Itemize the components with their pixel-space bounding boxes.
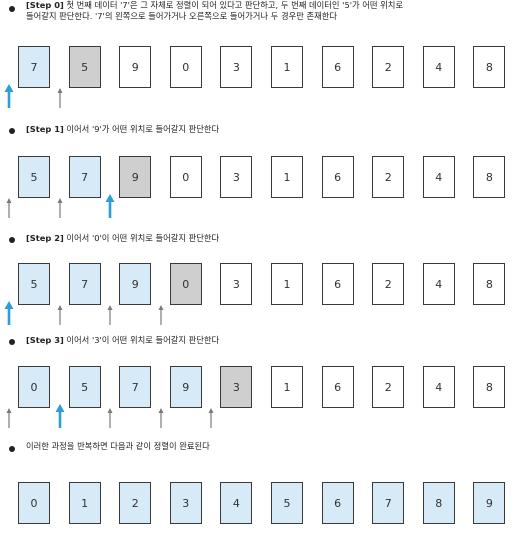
- card-9: 9: [119, 46, 152, 88]
- candidate-position-arrow-icon: [105, 408, 115, 428]
- step-2-description: [Step 2] 이어서 '0'이 어떤 위치로 들어갈지 판단한다: [26, 233, 506, 244]
- bullet: [9, 128, 15, 134]
- step-3-text: 이어서 '3'이 어떤 위치로 들어갈지 판단한다: [63, 335, 220, 345]
- card-2: 2: [372, 366, 405, 408]
- card-9: 9: [119, 263, 152, 305]
- card-2: 2: [372, 156, 405, 198]
- card-8: 8: [473, 366, 506, 408]
- bullet: [9, 446, 15, 452]
- step-3-description: [Step 3] 이어서 '3'이 어떤 위치로 들어갈지 판단한다: [26, 335, 506, 346]
- card-1: 1: [271, 46, 303, 88]
- insert-position-arrow-icon: [4, 301, 14, 325]
- card-0: 0: [169, 156, 202, 198]
- card-6: 6: [321, 263, 354, 305]
- card-4: 4: [220, 482, 253, 524]
- final-description: 이러한 과정을 반복하면 다음과 같이 정렬이 완료된다: [26, 441, 506, 452]
- card-8: 8: [422, 482, 455, 524]
- step-3-label: [Step 3]: [26, 335, 64, 345]
- step-1-description: [Step 1] 이어서 '9'가 어떤 위치로 들어갈지 판단한다: [26, 124, 506, 135]
- card-9: 9: [473, 482, 506, 524]
- card-3: 3: [220, 156, 253, 198]
- card-1: 1: [271, 263, 303, 305]
- bullet: [9, 6, 15, 12]
- card-0: 0: [18, 366, 50, 408]
- card-2: 2: [372, 46, 405, 88]
- card-1: 1: [68, 482, 101, 524]
- card-4: 4: [422, 46, 455, 88]
- card-0: 0: [169, 46, 202, 88]
- card-3: 3: [220, 263, 253, 305]
- card-5: 5: [68, 366, 101, 408]
- step-0-label: [Step 0]: [26, 0, 64, 10]
- insert-position-arrow-icon: [105, 194, 115, 218]
- step-2-text: 이어서 '0'이 어떤 위치로 들어갈지 판단한다: [63, 233, 220, 243]
- card-9: 9: [169, 366, 202, 408]
- card-5: 5: [68, 46, 101, 88]
- card-0: 0: [18, 482, 50, 524]
- insert-position-arrow-icon: [55, 404, 65, 428]
- candidate-position-arrow-icon: [55, 198, 65, 218]
- card-7: 7: [372, 482, 405, 524]
- card-4: 4: [422, 263, 455, 305]
- card-7: 7: [119, 366, 152, 408]
- card-3: 3: [169, 482, 202, 524]
- candidate-position-arrow-icon: [4, 198, 14, 218]
- card-6: 6: [321, 482, 354, 524]
- card-1: 1: [271, 366, 303, 408]
- card-8: 8: [473, 46, 506, 88]
- step-0-text: 첫 번째 데이터 '7'은 그 자체로 정렬이 되어 있다고 판단하고, 두 번…: [26, 0, 404, 21]
- card-3: 3: [220, 366, 253, 408]
- card-7: 7: [68, 156, 101, 198]
- candidate-position-arrow-icon: [55, 305, 65, 325]
- card-6: 6: [321, 46, 354, 88]
- insert-position-arrow-icon: [4, 84, 14, 108]
- card-9: 9: [119, 156, 152, 198]
- card-5: 5: [18, 156, 50, 198]
- card-2: 2: [119, 482, 152, 524]
- card-6: 6: [321, 156, 354, 198]
- step-1-label: [Step 1]: [26, 124, 64, 134]
- candidate-position-arrow-icon: [105, 305, 115, 325]
- candidate-position-arrow-icon: [156, 408, 166, 428]
- bullet: [9, 339, 15, 345]
- card-4: 4: [422, 366, 455, 408]
- candidate-position-arrow-icon: [206, 408, 216, 428]
- card-5: 5: [18, 263, 50, 305]
- card-8: 8: [473, 156, 506, 198]
- card-2: 2: [372, 263, 405, 305]
- step-1-text: 이어서 '9'가 어떤 위치로 들어갈지 판단한다: [63, 124, 220, 134]
- candidate-position-arrow-icon: [156, 305, 166, 325]
- final-text: 이러한 과정을 반복하면 다음과 같이 정렬이 완료된다: [26, 441, 210, 451]
- card-8: 8: [473, 263, 506, 305]
- card-7: 7: [18, 46, 50, 88]
- card-1: 1: [271, 156, 303, 198]
- bullet: [9, 237, 15, 243]
- card-5: 5: [271, 482, 303, 524]
- candidate-position-arrow-icon: [4, 408, 14, 428]
- card-0: 0: [169, 263, 202, 305]
- card-3: 3: [220, 46, 253, 88]
- step-0-description: [Step 0] 첫 번째 데이터 '7'은 그 자체로 정렬이 되어 있다고 …: [26, 0, 506, 22]
- step-2-label: [Step 2]: [26, 233, 64, 243]
- card-6: 6: [321, 366, 354, 408]
- candidate-position-arrow-icon: [55, 88, 65, 108]
- card-4: 4: [422, 156, 455, 198]
- card-7: 7: [68, 263, 101, 305]
